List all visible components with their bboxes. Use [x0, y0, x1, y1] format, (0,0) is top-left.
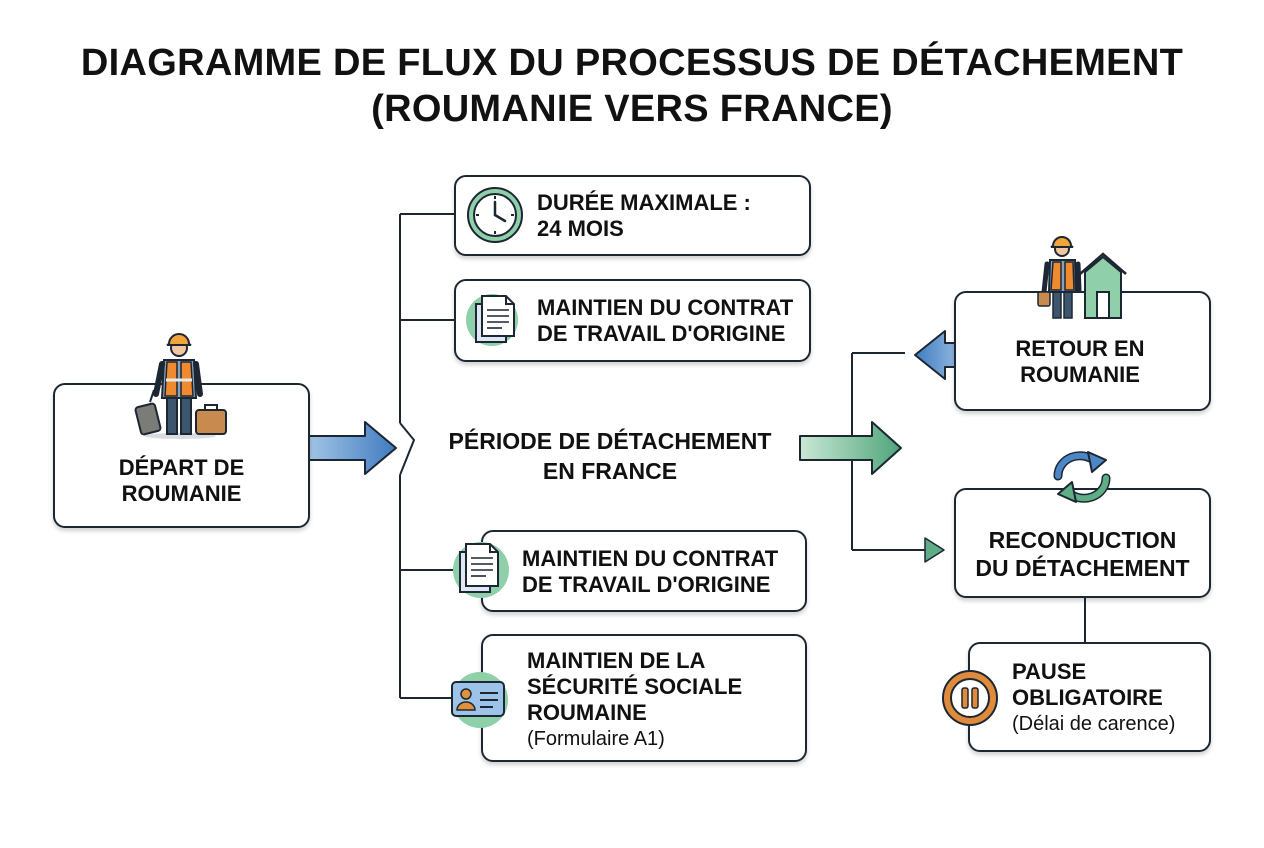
node-depart-label: DÉPART DE ROUMANIE: [53, 455, 310, 507]
node-periode-line-2: EN FRANCE: [542, 458, 678, 484]
clock-icon: [467, 187, 523, 243]
node-securite-label: MAINTIEN DE LA SÉCURITÉ SOCIALE ROUMAINE…: [527, 648, 742, 752]
node-contrat-top-line-2: DE TRAVAIL D'ORIGINE: [537, 321, 786, 346]
node-pause-label: PAUSE OBLIGATOIRE (Délai de carence): [1012, 659, 1175, 737]
node-retour-line-1: RETOUR EN: [1015, 336, 1145, 361]
node-reconduction: [954, 488, 1211, 598]
node-reconduction-line-1: RECONDUCTION: [988, 527, 1177, 553]
node-contrat-bottom-line-2: DE TRAVAIL D'ORIGINE: [522, 572, 771, 597]
document-icon: [466, 294, 518, 346]
node-duree-label: DURÉE MAXIMALE : 24 MOIS: [537, 190, 751, 242]
node-depart-line-1: DÉPART DE: [118, 455, 245, 480]
node-securite: [481, 634, 807, 762]
pause-icon: [942, 670, 998, 726]
document-icon: [453, 542, 509, 598]
node-pause: [968, 642, 1211, 752]
node-securite-line-1: MAINTIEN DE LA: [527, 648, 706, 673]
node-pause-line-1: PAUSE: [1012, 659, 1087, 684]
node-pause-line-2: OBLIGATOIRE: [1012, 685, 1163, 710]
node-reconduction-label: RECONDUCTION DU DÉTACHEMENT: [954, 526, 1211, 582]
node-retour-line-2: ROUMANIE: [1020, 362, 1140, 387]
node-contrat-bottom: [481, 530, 807, 612]
title-line-1: DIAGRAMME DE FLUX DU PROCESSUS DE DÉTACH…: [80, 42, 1184, 84]
node-reconduction-line-2: DU DÉTACHEMENT: [975, 555, 1190, 581]
arrow-periode-out: [799, 421, 902, 475]
page-title: DIAGRAMME DE FLUX DU PROCESSUS DE DÉTACH…: [0, 40, 1264, 132]
node-periode-line-1: PÉRIODE DE DÉTACHEMENT: [448, 428, 772, 454]
node-securite-line-2: SÉCURITÉ SOCIALE: [527, 674, 743, 699]
id-card-icon: [451, 672, 508, 728]
worker-home-icon: [1037, 236, 1127, 319]
node-duree-line-2: 24 MOIS: [537, 216, 624, 241]
node-securite-line-3: ROUMAINE: [527, 700, 647, 725]
branch-bracket: [399, 213, 481, 699]
node-periode: PÉRIODE DE DÉTACHEMENT EN FRANCE: [430, 426, 790, 486]
node-contrat-top-line-1: MAINTIEN DU CONTRAT: [537, 295, 794, 320]
node-contrat-bottom-line-1: MAINTIEN DU CONTRAT: [522, 546, 779, 571]
node-retour-label: RETOUR EN ROUMANIE: [1000, 336, 1160, 388]
node-contrat-bottom-label: MAINTIEN DU CONTRAT DE TRAVAIL D'ORIGINE: [522, 546, 778, 598]
node-depart-line-2: ROUMANIE: [121, 481, 242, 506]
arrowhead-reconduction: [924, 537, 945, 563]
node-securite-note: (Formulaire A1): [527, 728, 665, 750]
node-retour: [954, 291, 1211, 411]
title-line-2: (ROUMANIE VERS FRANCE): [371, 88, 893, 130]
node-duree-line-1: DURÉE MAXIMALE :: [537, 190, 751, 215]
refresh-icon: [1053, 451, 1111, 503]
node-pause-note: (Délai de carence): [1012, 713, 1176, 735]
worker-with-luggage-icon: [134, 333, 227, 439]
node-contrat-top-label: MAINTIEN DU CONTRAT DE TRAVAIL D'ORIGINE: [537, 295, 793, 347]
